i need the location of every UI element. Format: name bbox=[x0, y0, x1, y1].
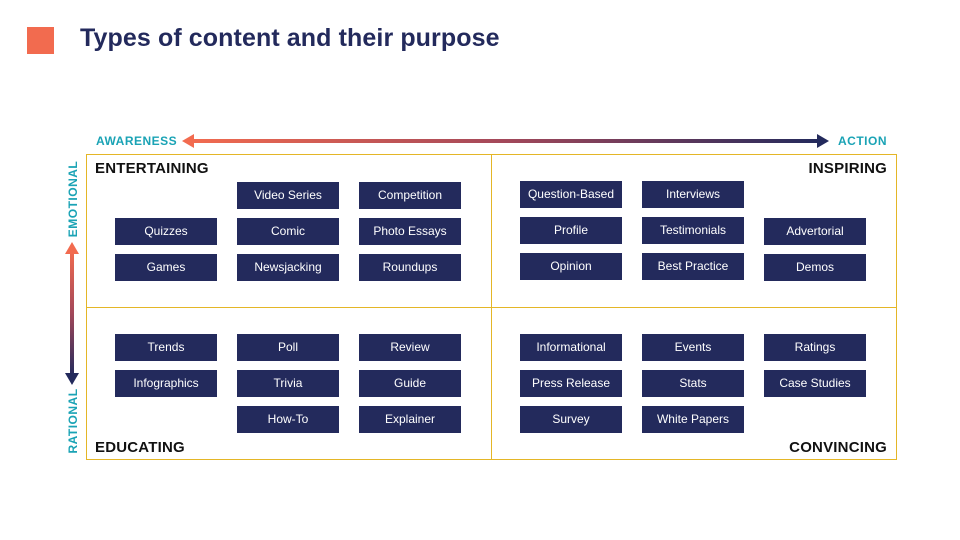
content-tag-roundups: Roundups bbox=[359, 254, 461, 281]
content-tag-games: Games bbox=[115, 254, 217, 281]
content-tag-question-based: Question-Based bbox=[520, 181, 622, 208]
content-tag-press-release: Press Release bbox=[520, 370, 622, 397]
content-tag-informational: Informational bbox=[520, 334, 622, 361]
content-tag-guide: Guide bbox=[359, 370, 461, 397]
page-title: Types of content and their purpose bbox=[80, 24, 500, 52]
content-tag-opinion: Opinion bbox=[520, 253, 622, 280]
axis-label-action: ACTION bbox=[838, 134, 887, 148]
content-tag-infographics: Infographics bbox=[115, 370, 217, 397]
content-tag-stats: Stats bbox=[642, 370, 744, 397]
horizontal-divider bbox=[86, 307, 897, 308]
content-tag-how-to: How-To bbox=[237, 406, 339, 433]
quadrant-label-educating: EDUCATING bbox=[95, 439, 185, 456]
content-tag-comic: Comic bbox=[237, 218, 339, 245]
quadrant-label-inspiring: INSPIRING bbox=[808, 160, 887, 177]
content-tag-case-studies: Case Studies bbox=[764, 370, 866, 397]
content-tag-survey: Survey bbox=[520, 406, 622, 433]
content-tag-video-series: Video Series bbox=[237, 182, 339, 209]
quadrant-label-convincing: CONVINCING bbox=[789, 439, 887, 456]
content-tag-trivia: Trivia bbox=[237, 370, 339, 397]
content-tag-explainer: Explainer bbox=[359, 406, 461, 433]
content-tag-poll: Poll bbox=[237, 334, 339, 361]
logo-square bbox=[27, 27, 54, 54]
content-tag-photo-essays: Photo Essays bbox=[359, 218, 461, 245]
quadrant-label-entertaining: ENTERTAINING bbox=[95, 160, 209, 177]
content-tag-review: Review bbox=[359, 334, 461, 361]
content-tag-competition: Competition bbox=[359, 182, 461, 209]
content-tag-advertorial: Advertorial bbox=[764, 218, 866, 245]
axis-label-awareness: AWARENESS bbox=[96, 134, 178, 148]
content-tag-trends: Trends bbox=[115, 334, 217, 361]
content-tag-demos: Demos bbox=[764, 254, 866, 281]
horizontal-arrow bbox=[182, 134, 829, 148]
content-tag-events: Events bbox=[642, 334, 744, 361]
content-tag-quizzes: Quizzes bbox=[115, 218, 217, 245]
content-tag-newsjacking: Newsjacking bbox=[237, 254, 339, 281]
content-tag-ratings: Ratings bbox=[764, 334, 866, 361]
vertical-arrow bbox=[65, 242, 79, 385]
content-tag-testimonials: Testimonials bbox=[642, 217, 744, 244]
content-tag-white-papers: White Papers bbox=[642, 406, 744, 433]
content-tag-interviews: Interviews bbox=[642, 181, 744, 208]
content-tag-best-practice: Best Practice bbox=[642, 253, 744, 280]
content-tag-profile: Profile bbox=[520, 217, 622, 244]
